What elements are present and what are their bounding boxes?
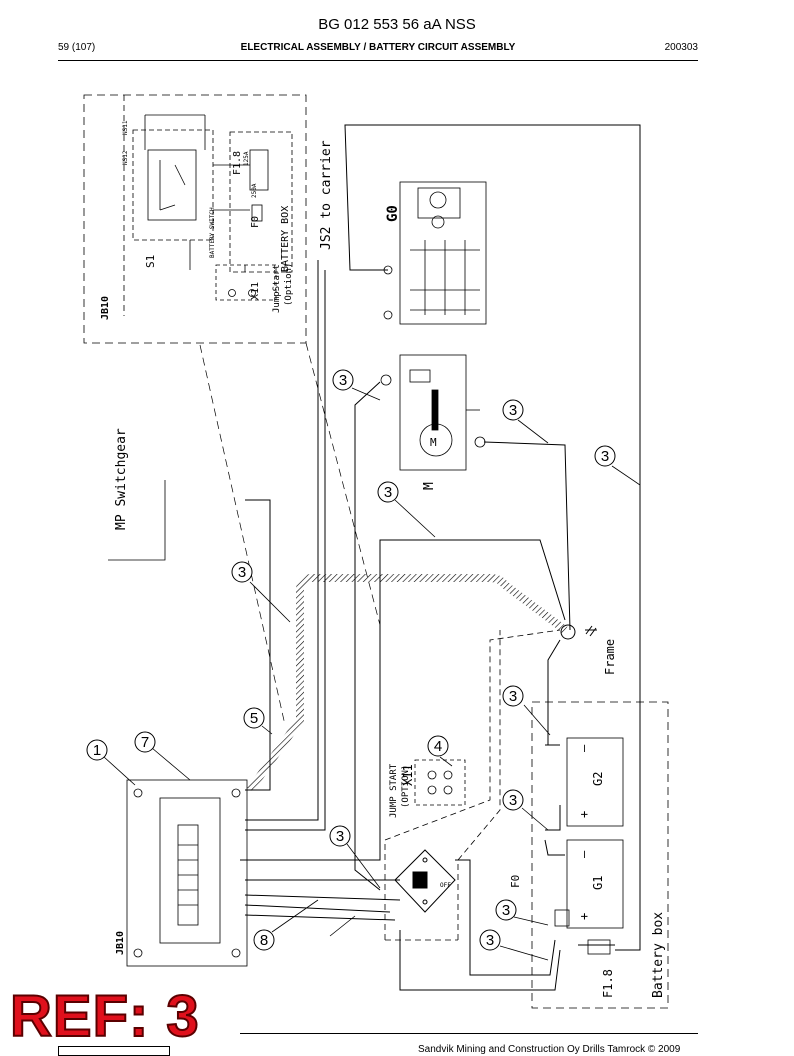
inset-s1-label: S1 [144,255,157,268]
callout-3c: 3 [502,399,524,421]
junction-box-jb10 [126,779,248,967]
svg-text:3: 3 [509,792,517,809]
footer-divider [240,1033,698,1034]
g1-minus: – [577,850,591,858]
inset-detail [83,94,307,344]
inset-jb10-label: JB10 [100,296,111,320]
callout-3a: 3 [231,561,253,583]
callout-3d: 3 [377,481,399,503]
page-number: 59 (107) [58,42,96,53]
header-divider [58,60,698,61]
callouts: 1 7 5 3 3 3 3 3 4 3 3 3 3 8 3 [86,369,616,951]
callout-8: 8 [253,929,275,951]
motor-m-label: M [422,482,437,490]
inset-frame [83,94,307,344]
ns11-label: NS11 [122,120,129,135]
svg-text:3: 3 [502,902,510,919]
g1-label: G1 [591,876,605,890]
option-label: (OPTION) [401,765,411,808]
svg-text:3: 3 [601,448,609,465]
battery-box-outline [229,131,293,273]
svg-text:5: 5 [250,710,258,727]
jump-start-label: JUMP START [389,763,399,818]
svg-text:4: 4 [434,738,442,755]
switch-off-label: OFF [440,882,451,889]
cables [240,124,641,991]
svg-text:1: 1 [93,742,101,759]
jb10-label: JB10 [115,931,126,955]
svg-text:3: 3 [486,932,494,949]
svg-text:3: 3 [336,828,344,845]
js2-carrier-label: JS2 to carrier [319,140,334,250]
generator-g0 [383,181,487,325]
callout-3e: 3 [594,445,616,467]
svg-text:3: 3 [509,688,517,705]
mp-switchgear-label: MP Switchgear [114,428,129,530]
svg-text:3: 3 [509,402,517,419]
g1-plus: + [577,913,591,920]
inset-jumpstart-label: JumpStart [272,264,282,313]
motor-inner-label: M [430,436,437,449]
hatched-cable [246,574,568,793]
battery-box-label: Battery box [651,912,666,998]
callout-3f: 3 [502,685,524,707]
callout-5: 5 [243,707,265,729]
ref-stamp: REF: 3 [9,984,200,1050]
inset-option-label: (Option) [284,263,294,306]
inset-x11-label: X11 [250,282,261,300]
x11-label: X11 [401,764,415,786]
callout-4: 4 [427,735,449,757]
header-row: 59 (107) ELECTRICAL ASSEMBLY / BATTERY C… [58,42,698,56]
callout-3j: 3 [479,929,501,951]
inset-battery-box-label: BATTERY BOX [280,206,291,272]
document-date: 200303 [664,42,698,53]
g2-plus: + [577,811,591,818]
starter-motor [380,354,486,471]
callout-3h: 3 [329,825,351,847]
callout-3b: 3 [332,369,354,391]
svg-text:8: 8 [260,932,268,949]
callout-3g: 3 [502,789,524,811]
g2-minus: – [577,744,591,752]
inset-f0-label: F0 [250,216,261,228]
callout-3i: 3 [495,899,517,921]
callout-leaders [103,387,641,961]
jump-start-box [384,629,561,941]
document-code: BG 012 553 56 aA NSS [318,16,476,33]
battery-g1 [566,839,624,929]
svg-text:7: 7 [141,734,149,751]
rating-f18: 125A [243,151,250,166]
inset-f18-label: F1.8 [232,151,243,175]
g0-label: G0 [385,205,401,222]
rating-f0: 250A [251,183,258,198]
f0-label: F0 [509,875,522,888]
frame-label: Frame [603,639,617,675]
battery-main-switch [394,849,456,913]
battery-switch-label: BATTERY SWITCH [209,207,216,258]
svg-text:3: 3 [384,484,392,501]
battery-box [531,701,669,1009]
g2-label: G2 [591,772,605,786]
svg-text:3: 3 [238,564,246,581]
ns12-label: NS12 [122,150,129,165]
footer-copyright: Sandvik Mining and Construction Oy Drill… [418,1044,681,1055]
page-title: ELECTRICAL ASSEMBLY / BATTERY CIRCUIT AS… [240,42,516,53]
callout-7: 7 [134,731,156,753]
f18-label: F1.8 [601,969,615,998]
callout-1: 1 [86,739,108,761]
battery-g2 [566,737,624,827]
svg-text:3: 3 [339,372,347,389]
